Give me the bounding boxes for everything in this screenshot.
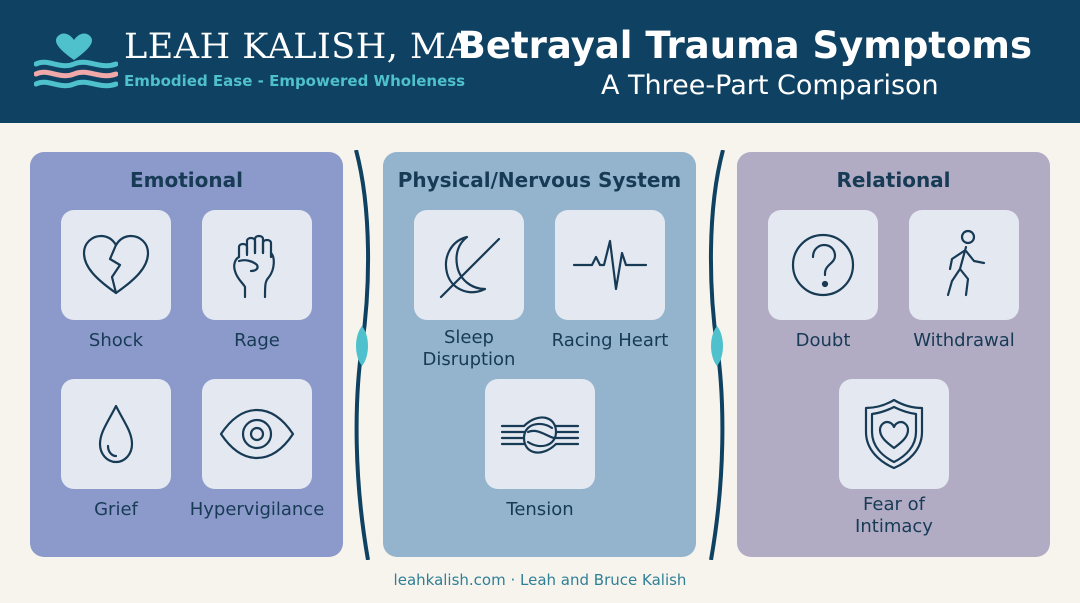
panel-title-emotional: Emotional	[130, 168, 243, 192]
wave-divider-right	[708, 150, 725, 560]
label-doubt: Doubt	[795, 330, 851, 351]
footer-credit: leahkalish.com · Leah and Bruce Kalish	[393, 571, 687, 589]
eye-icon	[219, 408, 295, 460]
crossed-moon-icon	[439, 235, 501, 299]
tile-fear-of-intimacy	[839, 379, 949, 489]
tile-sleep-disruption	[414, 210, 524, 320]
label-tension: Tension	[506, 499, 574, 520]
label-sleep-line-1: Sleep	[443, 327, 494, 348]
label-hypervigilance: Hypervigilance	[189, 499, 325, 520]
label-grief: Grief	[94, 499, 138, 520]
heart-shield-icon	[864, 398, 924, 470]
panel-title-physical: Physical/Nervous System	[397, 168, 682, 192]
label-withdrawal: Withdrawal	[913, 330, 1015, 351]
teardrop-icon	[98, 404, 134, 464]
heartbeat-icon	[572, 239, 648, 291]
tile-hypervigilance	[202, 379, 312, 489]
broken-heart-icon	[82, 234, 150, 295]
tile-doubt	[768, 210, 878, 320]
tile-tension	[485, 379, 595, 489]
label-fear-of-intimacy: Fear of Intimacy	[819, 494, 969, 538]
label-sleep-disruption: Sleep Disruption	[394, 327, 544, 371]
panel-emotional: Emotional Shock Rage Grief	[30, 152, 343, 557]
label-racing-heart: Racing Heart	[551, 330, 669, 351]
knot-icon	[500, 416, 580, 454]
label-rage: Rage	[234, 330, 280, 351]
tile-rage	[202, 210, 312, 320]
label-fear-line-2: Intimacy	[855, 516, 933, 537]
tile-grief	[61, 379, 171, 489]
panel-physical: Physical/Nervous System Sleep Disruption…	[383, 152, 696, 557]
walking-person-icon	[946, 229, 986, 297]
tile-shock	[61, 210, 171, 320]
brand-tagline: Embodied Ease - Empowered Wholeness	[124, 72, 466, 90]
label-sleep-line-2: Disruption	[422, 349, 516, 370]
tile-withdrawal	[909, 210, 1019, 320]
heart-waves-logo-icon	[34, 33, 118, 89]
brand-name: LEAH KALISH, MA	[124, 27, 473, 67]
tile-racing-heart	[555, 210, 665, 320]
page-subtitle: A Three-Part Comparison	[601, 70, 939, 101]
fist-icon	[233, 234, 275, 299]
panel-relational: Relational Doubt Withdrawal Fear of Inti…	[737, 152, 1050, 557]
label-fear-line-1: Fear of	[863, 494, 925, 515]
wave-divider-left	[354, 150, 371, 560]
question-icon	[791, 233, 855, 297]
header-banner: LEAH KALISH, MA Embodied Ease - Empowere…	[0, 0, 1080, 123]
panel-title-relational: Relational	[836, 168, 951, 192]
label-shock: Shock	[88, 330, 144, 351]
page-title: Betrayal Trauma Symptoms	[457, 24, 1032, 67]
